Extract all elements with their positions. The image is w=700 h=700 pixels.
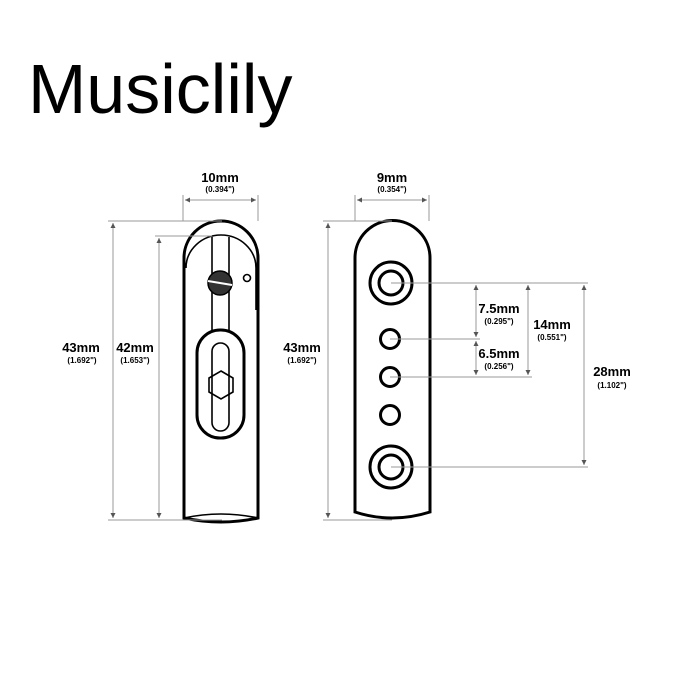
spacing-a-mm: 7.5mm [478,301,519,316]
brand-title: Musiclily [28,50,292,128]
side-inner-arc [185,234,257,269]
side-inner-height-mm: 42mm [116,340,154,355]
front-width-mm: 9mm [377,170,407,185]
hex-bolt-icon [208,370,234,400]
mount-spacing-mm: 28mm [593,364,631,379]
side-width-mm: 10mm [201,170,239,185]
front-total-height-mm: 43mm [283,340,321,355]
string-hole-3 [379,404,401,426]
side-width-inch: (0.394") [205,185,234,194]
small-hole [242,273,252,283]
spacing-c-mm: 14mm [533,317,571,332]
front-width-inch: (0.354") [377,185,406,194]
spacing-c-inch: (0.551") [537,333,566,342]
side-total-height-mm: 43mm [62,340,100,355]
side-inner-height-inch: (1.653") [120,356,149,365]
side-view: 10mm (0.394") 43mm (1.692") 42mm (1.653"… [62,170,260,524]
front-view: 9mm (0.354") 43mm (1.692") 7.5mm (0.295"… [283,170,631,521]
spacing-b-inch: (0.256") [484,362,513,371]
side-total-height-inch: (1.692") [67,356,96,365]
spacing-a-inch: (0.295") [484,317,513,326]
adjust-slot-inner [211,342,230,432]
spacing-b-mm: 6.5mm [478,346,519,361]
adjust-slot-outer [195,328,246,440]
mount-spacing-inch: (1.102") [597,381,626,390]
front-total-height-inch: (1.692") [287,356,316,365]
